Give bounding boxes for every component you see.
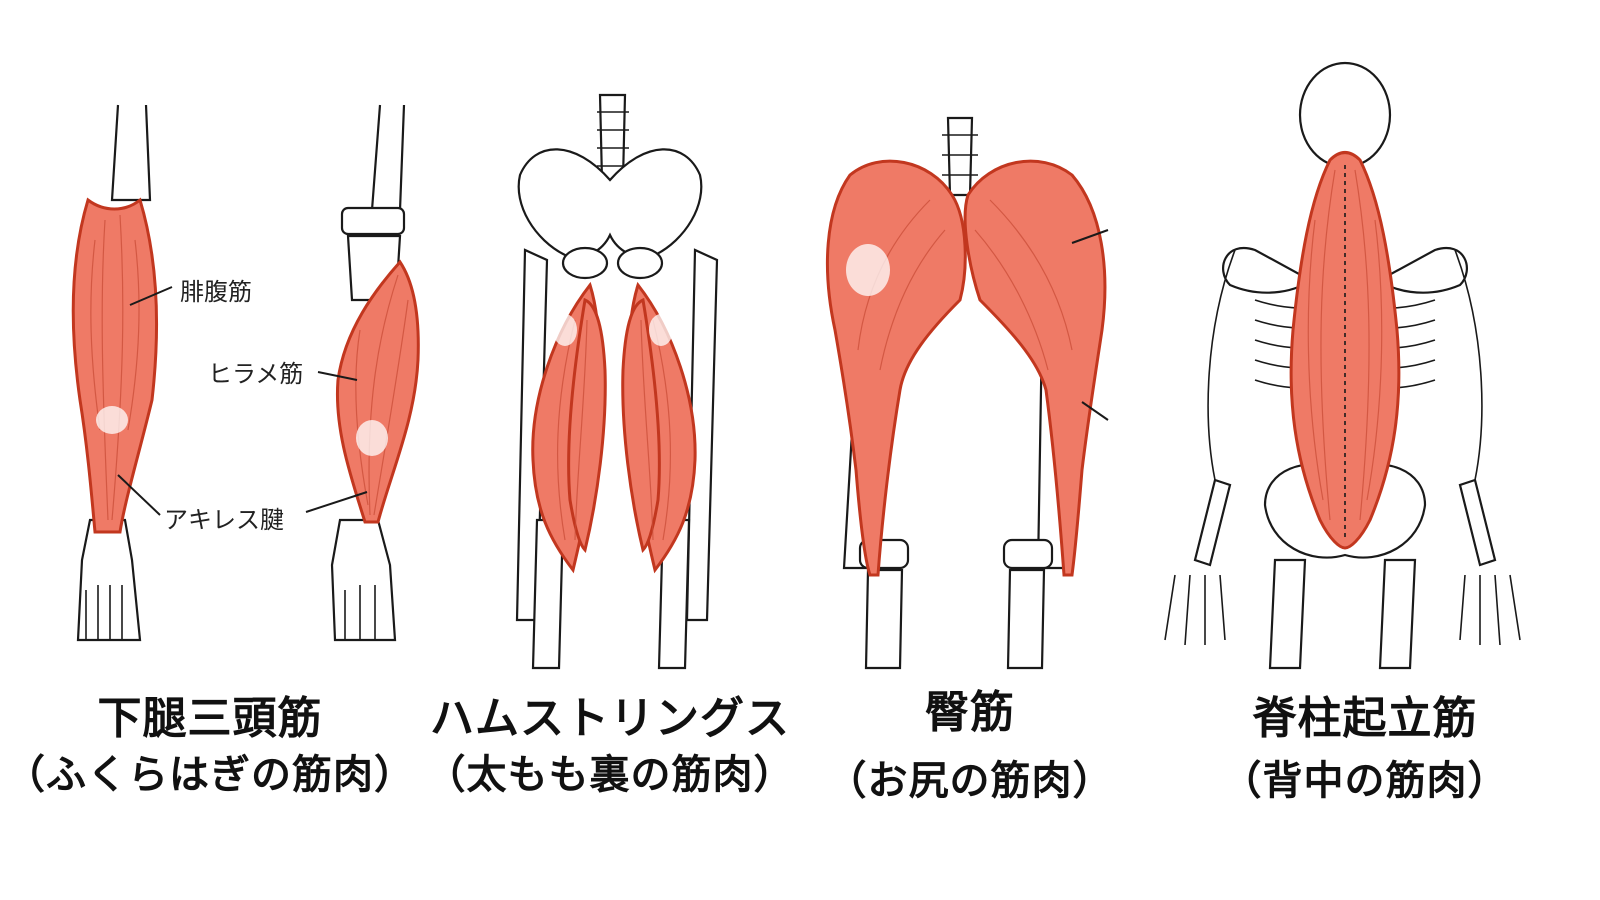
panel-erector-spinae: 脊柱起立筋 （背中の筋肉） (1135, 0, 1595, 900)
panel-subtitle: （太もも裏の筋肉） (425, 752, 795, 798)
panel-glutes: 臀筋 （お尻の筋肉） (810, 0, 1130, 900)
panel-subtitle: （ふくらはぎの筋肉） (5, 752, 415, 798)
label-soleus: ヒラメ筋 (208, 360, 304, 388)
label-achilles-tendon: アキレス腱 (164, 506, 284, 534)
gluteal-muscles (825, 159, 1109, 577)
calf-illustration (71, 104, 420, 642)
panel-title: 臀筋 (925, 687, 1015, 738)
hamstring-muscles (531, 281, 697, 574)
erector-spinae-illustration (1164, 61, 1521, 670)
panel-subtitle: （お尻の筋肉） (826, 758, 1114, 804)
gastrocnemius-leg (71, 104, 173, 642)
soleus-leg (305, 104, 420, 642)
panel-title: 脊柱起立筋 (1252, 693, 1478, 744)
glutes-illustration (825, 116, 1109, 670)
hamstrings-illustration (515, 93, 719, 670)
panel-subtitle: （背中の筋肉） (1221, 758, 1509, 804)
panel-calf: 腓腹筋 ヒラメ筋 アキレス腱 下腿三頭筋 （ふくらはぎの筋肉） (0, 0, 420, 900)
label-gastrocnemius: 腓腹筋 (180, 278, 252, 306)
erector-spinae-muscle (1289, 151, 1401, 550)
skeleton (1164, 61, 1521, 670)
panel-hamstrings: ハムストリングス （太もも裏の筋肉） (425, 0, 795, 900)
panel-title: ハムストリングス (430, 693, 790, 744)
panel-title: 下腿三頭筋 (97, 693, 323, 744)
